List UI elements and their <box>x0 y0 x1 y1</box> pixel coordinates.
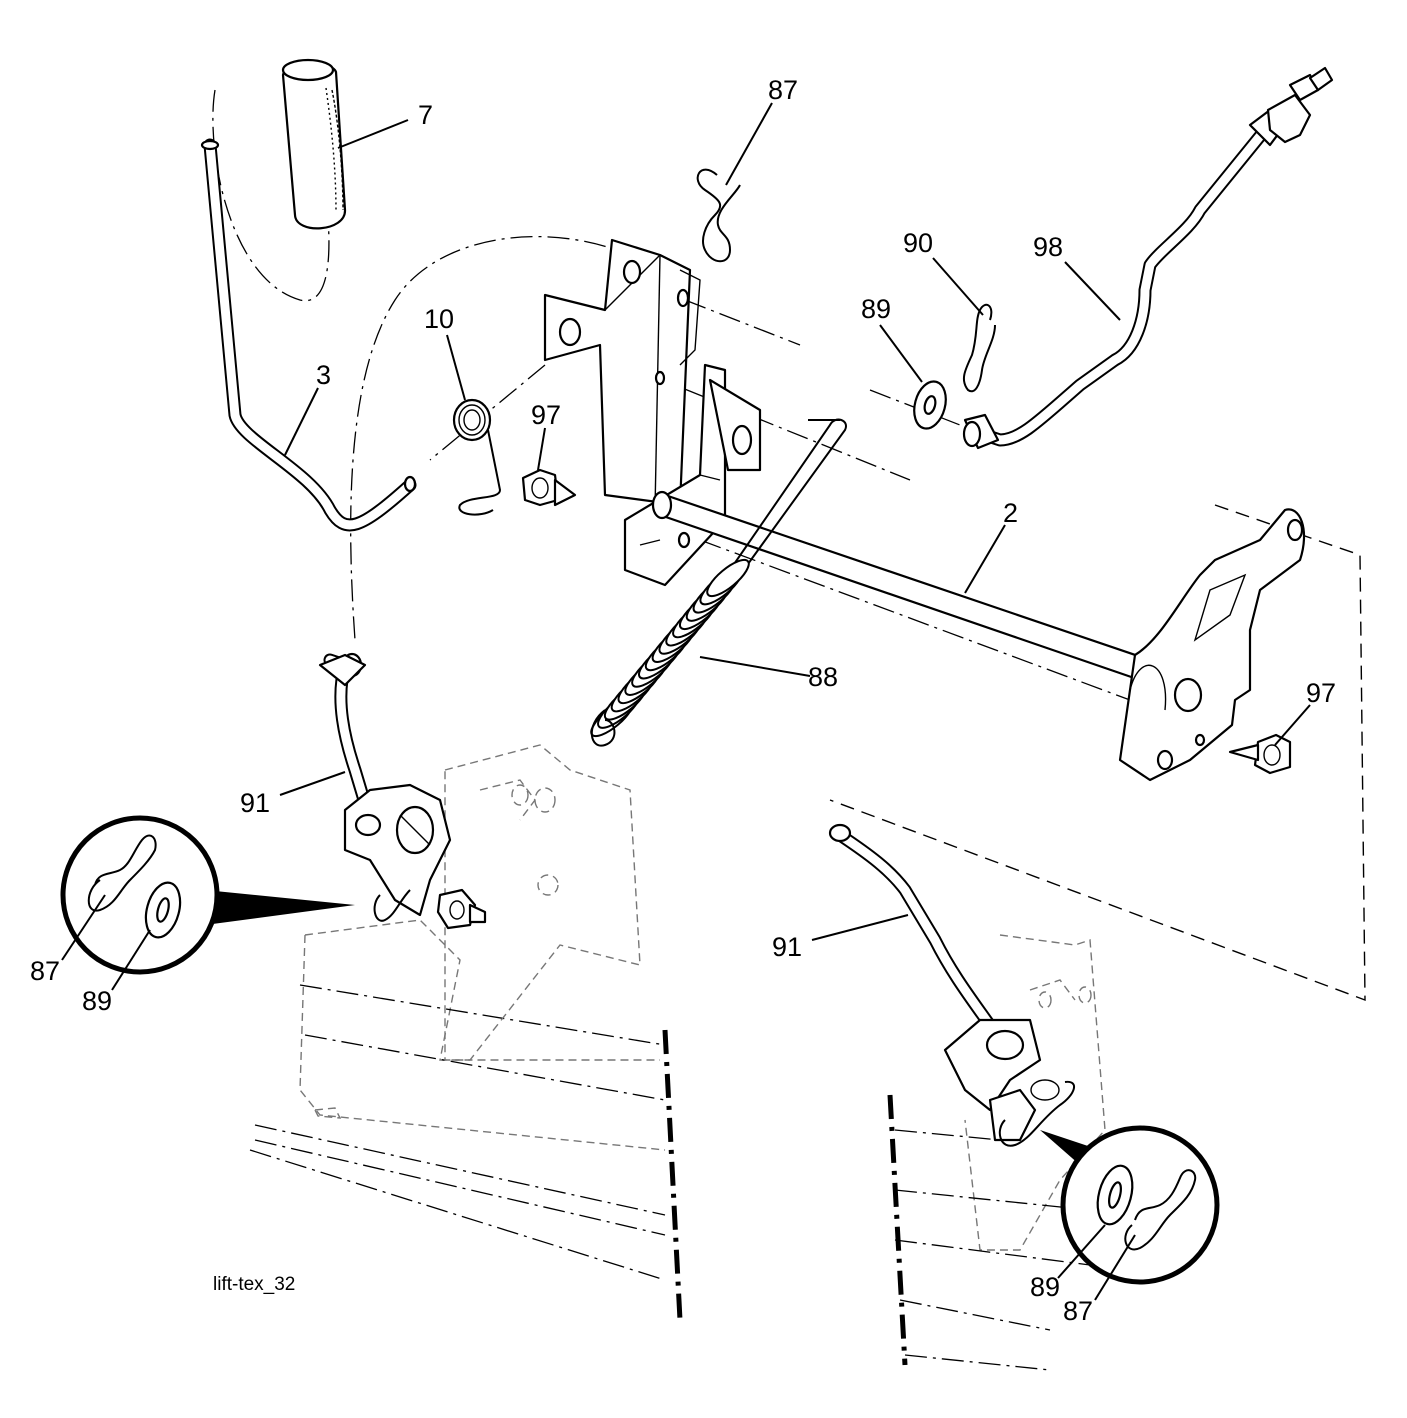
lift-link-right-part <box>828 823 1075 1147</box>
callout-98: 98 <box>1033 232 1063 262</box>
adjustment-rod-part <box>962 66 1334 450</box>
callout-89: 89 <box>861 294 891 324</box>
callout-97: 97 <box>1306 678 1336 708</box>
bolt-left-part <box>521 468 577 507</box>
lift-shaft-part <box>651 490 1305 782</box>
lift-lever-part <box>200 138 417 532</box>
torsion-spring-part <box>452 398 502 516</box>
mount-bracket-part <box>543 238 762 587</box>
callout-2: 2 <box>1003 498 1018 528</box>
callout-87: 87 <box>30 956 60 986</box>
callout-89: 89 <box>1030 1272 1060 1302</box>
callout-7: 7 <box>418 100 433 130</box>
handle-grip-part <box>281 58 347 230</box>
callout-89: 89 <box>82 986 112 1016</box>
callout-87: 87 <box>1063 1296 1093 1326</box>
swing-path <box>350 235 641 641</box>
callout-10: 10 <box>424 304 454 334</box>
drawing-code: lift-tex_32 <box>213 1274 295 1295</box>
frame-phantom-left <box>249 744 683 1321</box>
bolt-right-part <box>1228 733 1292 775</box>
callout-91: 91 <box>240 788 270 818</box>
hairpin-clip-right-part <box>962 303 996 393</box>
callout-88: 88 <box>808 662 838 692</box>
detail-view-right <box>1040 1125 1220 1285</box>
hairpin-clip-top-part <box>696 168 741 263</box>
leader-lines <box>61 102 1311 1301</box>
detail-view-left <box>60 815 355 975</box>
callout-91: 91 <box>772 932 802 962</box>
callout-90: 90 <box>903 228 933 258</box>
callout-3: 3 <box>316 360 331 390</box>
callouts: 7 87 90 98 89 10 3 97 2 88 97 91 87 89 9… <box>30 75 1336 1326</box>
callout-97: 97 <box>531 400 561 430</box>
callout-87: 87 <box>768 75 798 105</box>
lift-link-left-part <box>318 652 487 930</box>
spring-coil <box>706 558 750 598</box>
extension-spring-part <box>590 418 847 747</box>
washer-top-part <box>913 380 947 430</box>
